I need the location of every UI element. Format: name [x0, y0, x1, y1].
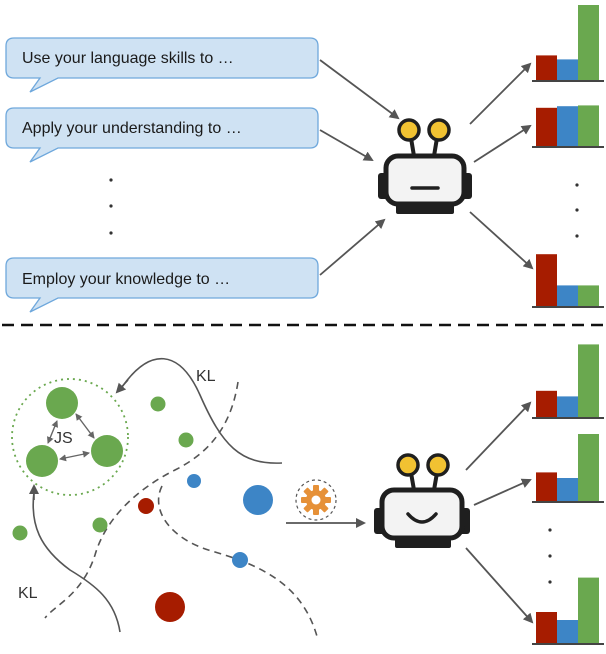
boundary-dashed-1: [44, 381, 239, 619]
js-label: JS: [54, 430, 73, 447]
bar-green: [578, 577, 599, 644]
bar-blue: [557, 59, 578, 81]
bar-green: [578, 344, 599, 418]
bar-blue: [557, 106, 578, 147]
bar-chart-icon: [532, 105, 604, 148]
robot-icon: [374, 453, 470, 548]
prompt-bubble-1: Use your language skills to …: [5, 37, 319, 93]
bar-red: [536, 55, 557, 81]
arrow-prompt-1: [319, 59, 400, 120]
bar-blue: [557, 620, 578, 644]
bar-red: [536, 612, 557, 644]
kl-curve-bottom: [32, 491, 121, 633]
bar-chart-icon: [532, 344, 604, 419]
scatter-point-green-1: [150, 396, 166, 412]
bar-green: [578, 5, 599, 81]
cluster-point-3: [91, 435, 123, 467]
kl-label-bottom: KL: [18, 585, 38, 602]
bar-blue: [557, 285, 578, 307]
scatter-point-green-4: [12, 525, 28, 541]
boundary-dashed-2: [157, 485, 319, 641]
output-arrows-bottom: [465, 401, 534, 624]
bar-red: [536, 254, 557, 307]
js-arrow-1: [47, 420, 58, 444]
scatter-point-blue-3: [232, 552, 248, 568]
cluster-point-1: [46, 387, 78, 419]
bar-chart-icon: [532, 5, 604, 82]
gear-icon: [295, 479, 337, 521]
bar-chart-icon: [532, 254, 604, 308]
bar-green: [578, 285, 599, 307]
js-cluster-boundary: [11, 378, 129, 496]
kl-curve-top: [119, 357, 283, 464]
prompt-bubble-3: Employ your knowledge to …: [5, 257, 319, 313]
scatter-point-green-2: [178, 432, 194, 448]
prompt-text-3: Employ your knowledge to …: [22, 271, 230, 288]
bar-chart-icon: [532, 577, 604, 645]
arrow-prompt-3: [319, 218, 386, 276]
bar-red: [536, 107, 557, 147]
bar-blue: [557, 396, 578, 418]
cluster-point-2: [26, 445, 58, 477]
bar-blue: [557, 478, 578, 502]
bar-red: [536, 390, 557, 418]
scatter-point-red-1: [138, 498, 154, 514]
prompt-arrows: [319, 59, 400, 276]
scatter-point-blue-1: [187, 474, 201, 488]
kl-arrow-top: [115, 379, 129, 394]
vertical-ellipsis-left: [109, 178, 113, 235]
scatter-point-green-3: [92, 517, 108, 533]
bar-chart-icon: [532, 434, 604, 503]
js-arrow-3: [59, 450, 90, 462]
js-arrow-2: [75, 413, 95, 439]
scatter-point-blue-2: [243, 485, 273, 515]
bar-green: [578, 434, 599, 502]
bar-green: [578, 105, 599, 147]
robot-icon: [378, 118, 472, 214]
output-arrows-top: [469, 62, 534, 270]
vertical-ellipsis-right-bottom: [548, 528, 552, 584]
arrow-prompt-2: [319, 129, 374, 161]
scatter-point-red-2: [155, 592, 185, 622]
bar-red: [536, 472, 557, 502]
prompt-bubble-2: Apply your understanding to …: [5, 107, 319, 163]
vertical-ellipsis-right-top: [575, 183, 579, 238]
prompt-text-1: Use your language skills to …: [22, 50, 234, 67]
kl-label-top: KL: [196, 368, 216, 385]
prompt-text-2: Apply your understanding to …: [22, 120, 242, 137]
